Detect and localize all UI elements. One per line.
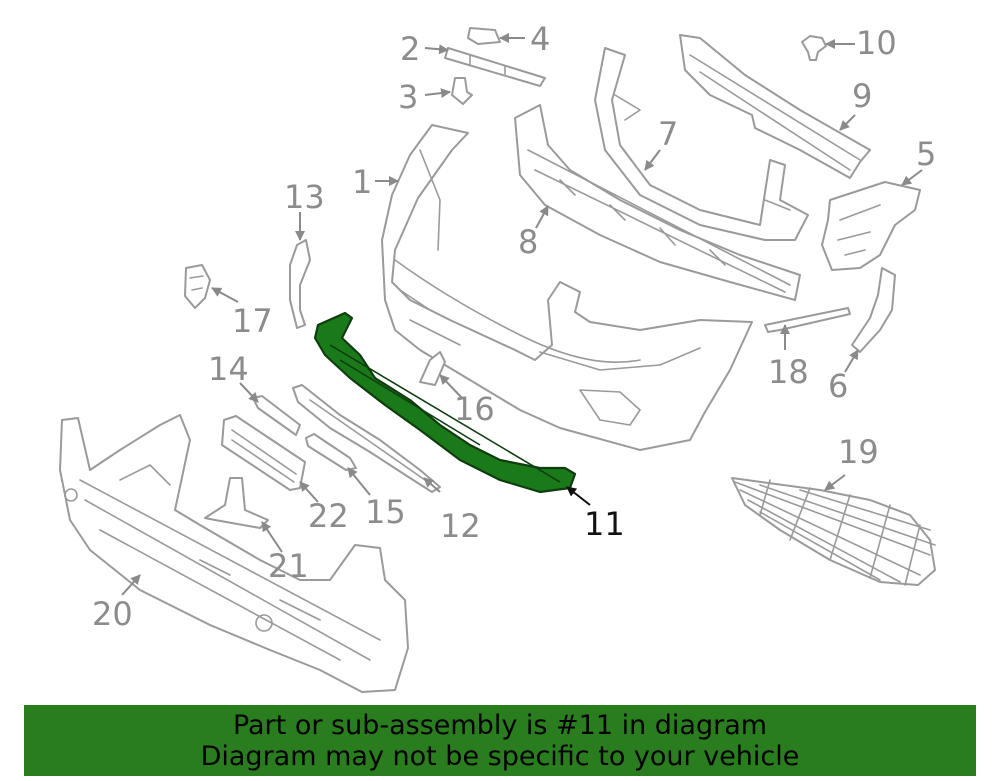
callout-3: 3 [398,78,418,116]
part-16-clip [419,351,446,386]
callout-6: 6 [828,367,848,405]
callout-19: 19 [838,433,879,471]
callout-18: 18 [768,353,809,391]
part-17-sensor [184,264,211,309]
callout-15: 15 [365,493,406,531]
part-13-side-guide [289,239,311,329]
callout-2: 2 [400,30,420,68]
callout-21: 21 [268,547,309,585]
part-10-fastener [801,35,827,61]
notice-banner: Part or sub-assembly is #11 in diagram D… [24,705,976,776]
callout-17: 17 [232,302,273,340]
part-11-lower-spoiler [313,311,577,494]
callout-12: 12 [440,507,481,545]
callout-16: 16 [454,390,495,428]
part-8-grille-support [514,104,801,301]
leader-lines [121,33,923,596]
callout-5: 5 [916,135,936,173]
part-6-side-guide [851,267,896,353]
callout-9: 9 [852,77,872,115]
part-2-strip [444,47,546,87]
callout-10: 10 [856,24,897,62]
callout-labels: 1 2 3 4 5 6 7 8 9 10 11 12 13 14 15 16 1… [92,20,936,633]
callout-7: 7 [658,115,678,153]
part-4-bracket [467,27,501,45]
callout-13: 13 [284,178,325,216]
callout-11: 11 [584,505,625,543]
callout-14: 14 [208,350,249,388]
callout-1: 1 [352,163,372,201]
part-3-clip [451,77,473,105]
part-20-absorber [59,414,409,693]
banner-line-1: Part or sub-assembly is #11 in diagram [232,709,768,741]
part-1-bumper-cover [381,124,753,451]
part-5-side-bracket [821,181,921,271]
part-21-bracket [204,477,269,529]
part-18-strip [764,307,851,333]
banner-line-2: Diagram may not be specific to your vehi… [200,740,800,772]
callout-8: 8 [518,223,538,261]
part-14-plate [252,395,301,436]
callout-20: 20 [92,595,133,633]
callout-4: 4 [530,20,550,58]
part-9-grille-mount [679,34,871,179]
part-7-upper-bracket [594,47,809,241]
callout-22: 22 [308,497,349,535]
part-19-grille-mesh [731,477,936,586]
